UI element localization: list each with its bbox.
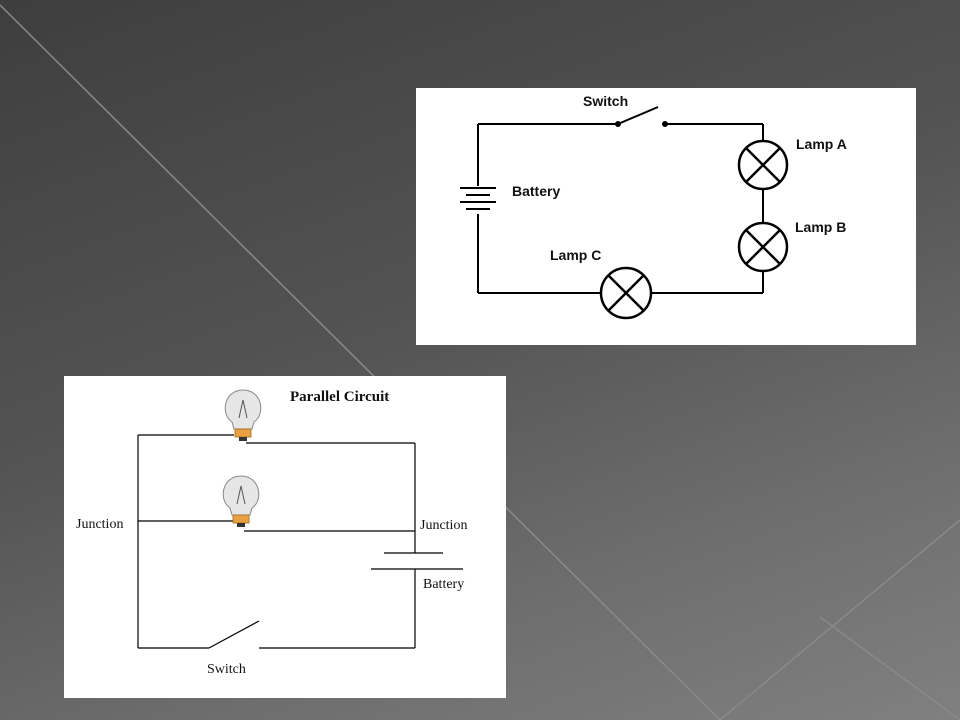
parallel-switch-label: Switch [207,662,246,677]
lamp-a-cross [745,147,781,183]
series-switch [615,106,668,127]
bulb-base [234,428,252,438]
bulb-glass [222,475,260,516]
switch-contact-right [662,121,668,127]
bulb-tip [239,437,247,441]
series-wires [477,123,764,294]
series-circuit-svg: Switch Battery Lamp A Lamp B Lamp C [460,93,847,320]
series-circuit-diagram: Switch Battery Lamp A Lamp B Lamp C [416,88,916,345]
parallel-battery-symbol [371,552,463,570]
parallel-circuit-title: Parallel Circuit [290,389,389,405]
background-diagonal-line [0,4,721,720]
light-bulb-icon [224,389,262,441]
parallel-wires [137,434,416,649]
bulb-filament [236,485,246,505]
junction-right-label: Junction [420,518,467,533]
background-diagonal-line [819,616,960,720]
switch-lever [617,106,659,125]
lamp-c-cross [607,274,645,312]
parallel-circuit-svg: Parallel Circuit Junction Junction Batte… [76,389,467,677]
bulb-filament [238,399,248,419]
series-battery-label: Battery [512,183,560,199]
series-battery-symbol [460,187,496,210]
background-diagonal-line [719,519,960,720]
parallel-battery-label: Battery [423,577,464,592]
parallel-switch-lever [208,620,260,649]
bulb-tip [237,523,245,527]
light-bulb-icon [222,475,260,527]
junction-left-label: Junction [76,517,123,532]
lamp-b-symbol [737,221,789,273]
bulb-glass [224,389,262,430]
lamp-c-label: Lamp C [550,247,601,263]
lamp-a-label: Lamp A [796,136,847,152]
bulb-base [232,514,250,524]
parallel-circuit-diagram: Parallel Circuit Junction Junction Batte… [64,376,506,698]
lamp-c-symbol [599,266,653,320]
lamp-a-symbol [737,139,789,191]
lamp-b-label: Lamp B [795,219,846,235]
series-switch-label: Switch [583,93,628,109]
lamp-b-cross [745,229,781,265]
